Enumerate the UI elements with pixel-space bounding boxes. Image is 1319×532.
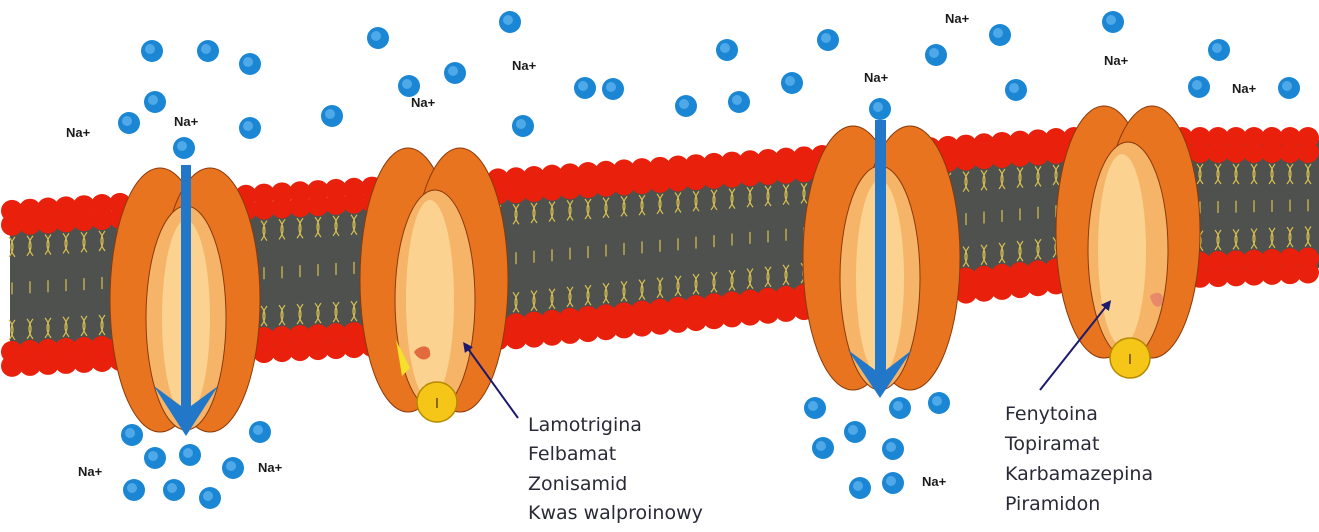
sodium-ion-icon xyxy=(602,78,624,100)
sodium-ion-icon xyxy=(118,112,140,134)
sodium-ion-icon xyxy=(144,91,166,113)
sodium-ion-icon xyxy=(728,91,750,113)
sodium-ion-icon xyxy=(817,29,839,51)
na-label: Na+ xyxy=(922,474,947,489)
drug-name: Topiramat xyxy=(1004,433,1099,455)
sodium-ion-icon xyxy=(144,447,166,469)
sodium-ion-icon xyxy=(173,137,195,159)
sodium-ion-icon xyxy=(199,487,221,509)
drug-name: Felbamat xyxy=(528,443,616,465)
sodium-ion-icon xyxy=(1278,77,1300,99)
sodium-channel-open-2 xyxy=(803,120,960,398)
drug-name: Fenytoina xyxy=(1005,403,1098,425)
sodium-ion-icon xyxy=(249,421,271,443)
na-label: Na+ xyxy=(512,58,537,73)
sodium-ion-icon xyxy=(882,472,904,494)
sodium-ion-icon xyxy=(512,115,534,137)
na-label: Na+ xyxy=(945,11,970,26)
inactivation-gate-icon: I xyxy=(1110,338,1150,378)
na-label: Na+ xyxy=(258,460,283,475)
sodium-ion-icon xyxy=(675,95,697,117)
inactivation-gate-icon: I xyxy=(417,382,457,422)
drug-name: Piramidon xyxy=(1005,493,1100,515)
sodium-ion-icon xyxy=(925,44,947,66)
sodium-ion-icon xyxy=(781,72,803,94)
sodium-ion-icon xyxy=(239,53,261,75)
sodium-ion-icon xyxy=(1208,39,1230,61)
sodium-ion-icon xyxy=(179,444,201,466)
na-label: Na+ xyxy=(1232,81,1257,96)
sodium-ion-icon xyxy=(1005,79,1027,101)
sodium-ion-icon xyxy=(804,397,826,419)
sodium-ion-icon xyxy=(1188,76,1210,98)
drug-name: Lamotrigina xyxy=(528,414,642,436)
na-label: Na+ xyxy=(1104,53,1129,68)
sodium-ion-icon xyxy=(163,479,185,501)
sodium-ion-icon xyxy=(123,479,145,501)
sodium-ion-icon xyxy=(141,40,163,62)
na-label: Na+ xyxy=(864,70,889,85)
sodium-ion-icon xyxy=(197,40,219,62)
sodium-ion-icon xyxy=(928,392,950,414)
na-label: Na+ xyxy=(411,95,436,110)
sodium-ion-icon xyxy=(844,421,866,443)
drug-name: Zonisamid xyxy=(528,473,627,495)
sodium-channel-open-1 xyxy=(110,165,260,436)
svg-text:I: I xyxy=(1128,351,1132,368)
drug-name: Kwas walproinowy xyxy=(528,502,703,524)
sodium-ion-icon xyxy=(869,98,891,120)
na-label: Na+ xyxy=(66,125,91,140)
sodium-ion-icon xyxy=(239,117,261,139)
sodium-ion-icon xyxy=(812,437,834,459)
svg-text:I: I xyxy=(435,395,439,412)
sodium-ion-icon xyxy=(574,77,596,99)
sodium-ion-icon xyxy=(499,11,521,33)
drug-name: Karbamazepina xyxy=(1005,463,1153,485)
sodium-ion-icon xyxy=(889,397,911,419)
sodium-channel-inactivated-1: I xyxy=(360,148,508,422)
sodium-ion-icon xyxy=(321,105,343,127)
sodium-ion-icon xyxy=(121,424,143,446)
sodium-ion-icon xyxy=(989,24,1011,46)
na-label: Na+ xyxy=(78,464,103,479)
sodium-ion-icon xyxy=(882,438,904,460)
sodium-channel-inactivated-2: I xyxy=(1056,106,1200,378)
sodium-ion-icon xyxy=(398,75,420,97)
sodium-ion-icon xyxy=(849,477,871,499)
sodium-ion-icon xyxy=(222,457,244,479)
sodium-ion-icon xyxy=(444,62,466,84)
sodium-ion-icon xyxy=(1102,11,1124,33)
sodium-ion-icon xyxy=(367,27,389,49)
na-label: Na+ xyxy=(174,114,199,129)
sodium-ion-icon xyxy=(716,39,738,61)
